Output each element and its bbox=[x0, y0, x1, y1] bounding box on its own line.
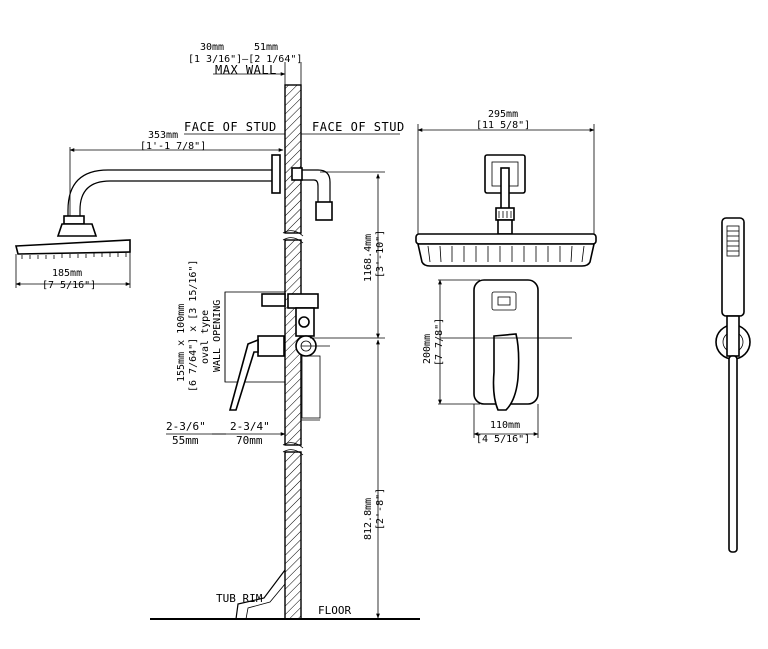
top-dim-right-mm: 51mm bbox=[254, 42, 278, 53]
top-dim-in: [1 3/16"]—[2 1/64"] bbox=[188, 54, 302, 65]
valve-body bbox=[224, 291, 385, 419]
tub-rim: TUB RIM bbox=[216, 569, 286, 620]
valve-height-mm: 812.8mm bbox=[363, 498, 374, 540]
floor-label: FLOOR bbox=[318, 604, 351, 617]
wall-opening-label: WALL OPENING bbox=[212, 300, 223, 372]
valve-trim-plate: 200mm [7 7/8"] 110mm [4 5/16"] bbox=[422, 279, 572, 445]
head-diam-in: [7 5/16"] bbox=[42, 280, 96, 291]
max-wall-label: MAX WALL bbox=[215, 63, 277, 77]
depth-mm-left: 55mm bbox=[172, 434, 199, 447]
shower-head-front bbox=[415, 233, 597, 267]
spray-nozzles bbox=[21, 253, 127, 259]
valve-height-in: [2'-8"] bbox=[375, 488, 386, 530]
oval-type-label: oval type bbox=[200, 310, 211, 364]
front-view: 295mm [11 5/8"] bbox=[415, 109, 597, 445]
face-of-stud-right: FACE OF STUD bbox=[312, 120, 405, 134]
arm-length-mm: 353mm bbox=[148, 130, 178, 141]
opening-size-in: [6 7/64"] x [3 15/16"] bbox=[188, 260, 199, 392]
plate-height-in: [7 7/8"] bbox=[434, 318, 445, 366]
head-width-mm: 295mm bbox=[488, 109, 518, 120]
depth-mm-right: 70mm bbox=[236, 434, 263, 447]
arm-flange-front bbox=[484, 154, 526, 235]
plate-width-mm: 110mm bbox=[490, 420, 520, 431]
tub-rim-label: TUB RIM bbox=[216, 592, 263, 605]
depth-in-left: 2-3/6" bbox=[166, 420, 206, 433]
top-dim-left-mm: 30mm bbox=[200, 42, 224, 53]
valve-handle-side bbox=[228, 335, 285, 411]
opening-size-mm: 155mm x 100mm bbox=[176, 304, 187, 382]
shower-head-side: 185mm [7 5/16"] bbox=[14, 223, 131, 291]
head-height-mm: 1168.4mm bbox=[363, 234, 374, 282]
hand-shower bbox=[715, 217, 751, 553]
depth-in-right: 2-3/4" bbox=[230, 420, 270, 433]
plate-width-in: [4 5/16"] bbox=[476, 434, 530, 445]
plate-height-mm: 200mm bbox=[422, 334, 433, 364]
side-view: 30mm 51mm [1 3/16"]—[2 1/64"] MAX WALL F… bbox=[14, 42, 420, 620]
head-width-in: [11 5/8"] bbox=[476, 120, 530, 131]
head-diam-mm: 185mm bbox=[52, 268, 82, 279]
wall-elbow bbox=[291, 167, 333, 221]
head-height-in: [3'-10"] bbox=[375, 230, 386, 278]
arm-length-in: [1'-1 7/8"] bbox=[140, 141, 206, 152]
shower-arm bbox=[63, 154, 281, 225]
face-of-stud-left: FACE OF STUD bbox=[184, 120, 277, 134]
